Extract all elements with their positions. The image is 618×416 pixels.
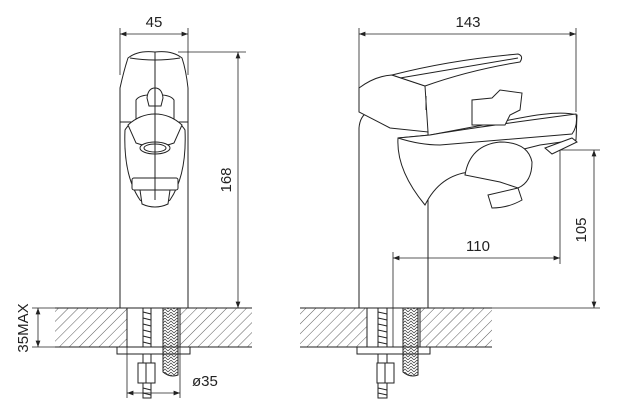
faucet-body-side xyxy=(358,53,578,309)
hole-diameter-label: ø35 xyxy=(192,373,218,390)
mounting-hardware-side xyxy=(356,307,431,399)
countertop-side xyxy=(300,307,492,348)
dimension-counter-35max: 35MAX xyxy=(15,303,55,353)
spout-height-label: 105 xyxy=(573,217,590,242)
spout-reach-label: 110 xyxy=(466,238,490,255)
dimension-hole-35: ø35 xyxy=(126,347,218,398)
side-view: 143 105 110 xyxy=(300,14,600,399)
mounting-hardware-front xyxy=(116,307,191,399)
dimension-width-45: 45 xyxy=(119,14,189,75)
faucet-body-front xyxy=(119,51,189,309)
height-label: 168 xyxy=(218,167,235,192)
dimension-depth-143: 143 xyxy=(358,14,577,112)
dimension-spout-reach-110: 110 xyxy=(392,150,561,347)
depth-label: 143 xyxy=(455,14,480,31)
dimension-height-168: 168 xyxy=(178,51,246,308)
dimension-spout-height-105: 105 xyxy=(492,149,600,309)
counter-thickness-label: 35MAX xyxy=(15,303,32,352)
countertop-front xyxy=(55,307,252,348)
width-label: 45 xyxy=(146,14,163,31)
front-view: 45 168 35MAX ø35 xyxy=(15,14,252,399)
